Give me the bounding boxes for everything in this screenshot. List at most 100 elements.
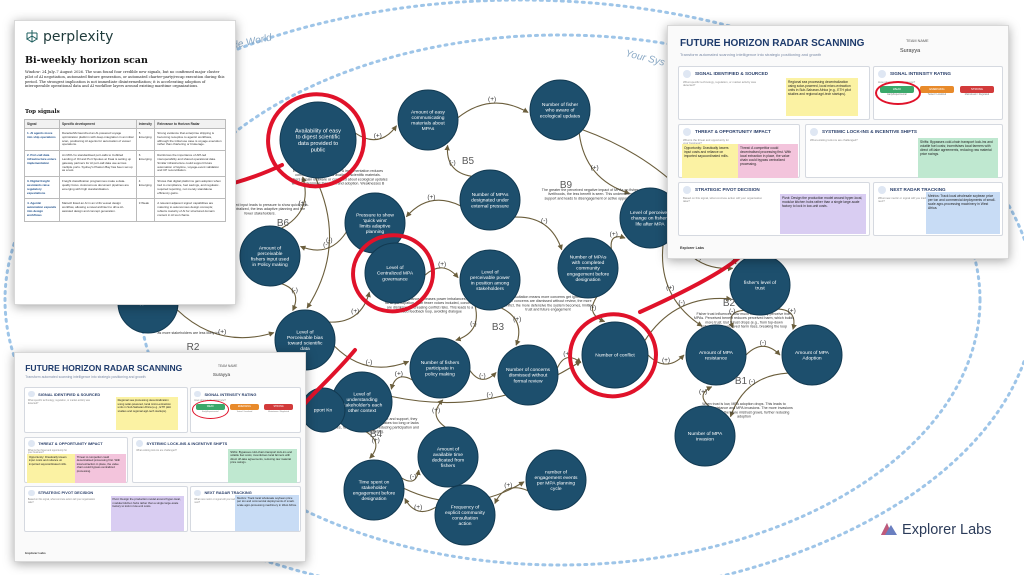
perplexity-logo: perplexity <box>25 29 113 45</box>
link-polarity: (+) <box>374 132 382 139</box>
system-boundary <box>138 33 982 567</box>
panel-icon <box>194 489 202 497</box>
causal-link <box>306 177 331 309</box>
scan-intro: Window: 24 July–7 August 2026. The scan … <box>25 70 225 89</box>
table-header: Specific development <box>59 119 137 129</box>
node-circle <box>239 225 301 287</box>
sticky-note: Metrics: Track local wholesale soybean p… <box>235 494 299 531</box>
highlight-circle <box>266 92 366 189</box>
causal-link <box>329 291 371 323</box>
link-polarity: (-) <box>486 392 493 399</box>
panel-heading-lockin: SYSTEMIC LOCK-INS & INCENTIVE SHIFTS <box>822 129 917 134</box>
intensity-emerging: EMERGING <box>229 404 259 411</box>
panel-heading-next: NEXT RADAR TRACKING <box>204 490 252 496</box>
causal-link <box>500 307 521 346</box>
node-circle <box>397 89 459 151</box>
link-polarity: (-) <box>326 237 333 244</box>
loop-label: B1 <box>735 376 748 387</box>
causal-link <box>401 469 421 482</box>
node-circle <box>497 344 559 406</box>
link-polarity: (+) <box>395 371 403 378</box>
panel-help-next: What new metric or signal will you track… <box>878 196 927 204</box>
panel-help-signal: What specific technology, regulation, or… <box>683 80 757 88</box>
node-circle <box>557 237 619 299</box>
table-cell-development: Marsoft listed an AI in an LNG vessel de… <box>59 198 137 222</box>
loop-annotation: Fisher trust influences how much benefit… <box>694 312 794 328</box>
radar-footer-brand: Explorer Labs <box>25 550 46 555</box>
causal-link <box>729 372 789 418</box>
loop-label: R2 <box>187 342 200 353</box>
highlight-circle <box>351 233 435 314</box>
perplexity-brand-text: perplexity <box>43 29 114 45</box>
causal-link <box>424 267 459 279</box>
causal-link <box>610 233 626 250</box>
link-polarity: (-) <box>678 300 685 307</box>
causal-link <box>702 386 713 407</box>
link-polarity: (-) <box>366 359 373 366</box>
loop-annotation: Centralized governance increases power i… <box>381 297 478 313</box>
table-cell-intensity: 5 Emerging <box>135 127 156 152</box>
node-label: Number of conflict <box>595 353 635 359</box>
intensity-highlight-circle <box>875 81 921 105</box>
panel-heading-pivot: STRATEGIC PIVOT DECISION <box>695 187 760 192</box>
link-polarity: (-) <box>479 372 486 379</box>
node-circle <box>529 79 591 141</box>
panel-help-lockin: What existing lock-ins are challenged? <box>136 448 177 452</box>
sticky-note: Shifts: Bypasses cold-chain transport lo… <box>228 448 298 484</box>
panel-icon <box>27 440 35 447</box>
link-polarity: (-) <box>749 378 756 385</box>
causal-link <box>647 354 685 365</box>
link-polarity: (-) <box>449 159 456 166</box>
link-polarity: (-) <box>729 308 736 315</box>
causal-link <box>644 295 732 341</box>
scan-title: Bi-weekly horizon scan <box>25 55 148 66</box>
node-circle <box>279 101 357 179</box>
sticky-note: Pivot: Design the production model aroun… <box>110 496 185 531</box>
table-cell-development: An MOU to standardised port-calls to Cob… <box>59 150 137 178</box>
causal-link <box>494 487 529 505</box>
top-signals-heading: Top signals <box>25 109 60 115</box>
causal-link <box>469 370 497 380</box>
loop-label: B5 <box>462 156 475 167</box>
table-cell-relevance: A relevant adjacent signal: capabilities… <box>154 198 226 222</box>
link-polarity: (+) <box>591 164 599 171</box>
link-polarity: (+) <box>372 437 380 444</box>
intensity-sub-2: Mainstream / Regulated <box>964 94 990 96</box>
link-polarity: (+) <box>699 389 707 396</box>
panel-heading-signal: SIGNAL IDENTIFIED & SOURCED <box>695 71 768 76</box>
table-header: Intensity <box>135 119 156 129</box>
link-polarity: (+) <box>298 200 306 207</box>
link-polarity: (+) <box>788 308 796 315</box>
panel-icon <box>683 70 691 78</box>
loop-annotation: as more stakeholders are less likely to <box>158 331 219 335</box>
team-name-label: TEAM NAME <box>218 364 238 369</box>
node-circle <box>459 169 521 231</box>
causal-link <box>391 360 582 404</box>
causal-link <box>444 144 472 177</box>
intensity-sub-1: Tested / Localized <box>927 94 947 96</box>
causal-link <box>300 231 347 251</box>
link-polarity: (-) <box>410 474 417 481</box>
node-circle <box>364 242 426 304</box>
panel-help-lockin: What existing lock-ins are challenged? <box>810 138 858 142</box>
link-polarity: (+) <box>610 231 618 238</box>
sticky-note: Threat: A competitor could decentralised… <box>738 144 798 178</box>
causal-link <box>661 244 703 327</box>
